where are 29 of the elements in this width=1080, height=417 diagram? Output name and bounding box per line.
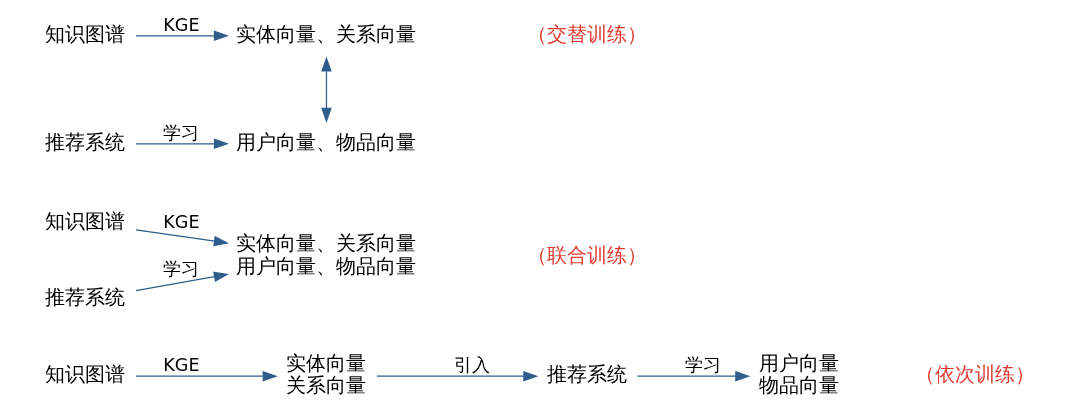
edge-label: KGE (163, 212, 200, 233)
arrow (376, 370, 539, 382)
node-text: 推荐系统 (547, 361, 628, 386)
edge-label: 学习 (163, 123, 200, 144)
label: （依次训练） (915, 362, 1036, 385)
node-text: 知识图谱 (45, 208, 126, 233)
arrow (321, 56, 332, 123)
node-text: 用户向量 物品向量 (758, 350, 839, 398)
edge-label: 学习 (163, 258, 200, 279)
node-text: 知识图谱 (45, 21, 126, 46)
arrow (135, 229, 229, 247)
edge-label: 引入 (453, 355, 490, 376)
node-text: 知识图谱 (45, 361, 126, 386)
label: （联合训练） (527, 243, 648, 266)
arrow (636, 370, 751, 382)
node-text: 实体向量 关系向量 (286, 350, 367, 398)
edge-label: 学习 (684, 355, 721, 376)
node-text: 实体向量、关系向量 (236, 21, 417, 46)
node-text: 推荐系统 (45, 129, 126, 154)
arrow (135, 138, 229, 150)
node-text: 实体向量、关系向量 用户向量、物品向量 (236, 231, 417, 278)
edge-label: KGE (163, 15, 200, 35)
label: （交替训练） (527, 22, 648, 45)
arrow (135, 370, 278, 382)
arrow (135, 30, 229, 42)
edge-label: KGE (163, 355, 200, 376)
node-text: 用户向量、物品向量 (236, 129, 417, 154)
node-text: 推荐系统 (45, 285, 126, 310)
arrow (135, 271, 229, 292)
